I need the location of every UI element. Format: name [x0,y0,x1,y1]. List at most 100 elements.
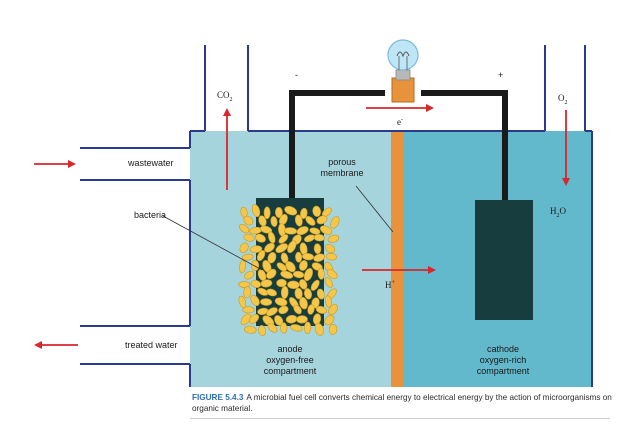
bacterium [313,253,326,262]
o2-label: O2 [558,93,568,106]
bacterium [295,251,303,263]
bacterium [280,322,288,334]
bacterium [254,233,266,243]
bacterium [325,252,337,261]
bacterium [310,279,320,291]
membrane-label-line-1: porous [328,157,356,167]
bacteria-label: bacteria [134,210,167,220]
bacterium [270,216,278,227]
bacterium [266,307,278,317]
bacterium [276,278,287,288]
bacterium [266,288,277,297]
external-circuit-wire [289,90,508,200]
bacterium [317,267,325,280]
bacterium [280,285,289,299]
bacterium [249,314,260,324]
bacterium [315,305,327,314]
bacteria-leader-line [162,215,263,271]
bacterium [278,305,289,315]
cathode-label-line-2: oxygen-rich [479,355,527,365]
bacterium [309,227,321,235]
bacterium [275,243,288,253]
cathode-electrode [475,200,533,320]
bacterium [319,225,333,235]
bacterium [324,295,332,308]
bacterium [300,207,308,219]
bacteria-cluster [238,204,340,336]
bacterium [244,325,257,334]
bacterium [278,234,289,244]
bacterium [296,226,309,236]
bacterium [304,288,312,300]
bacterium [251,204,261,218]
bacterium [267,323,278,333]
bacterium [266,268,277,279]
bacterium [287,240,297,254]
bacterium [326,269,338,280]
bacterium [242,306,255,314]
figure-caption-text: A microbial fuel cell converts chemical … [192,393,612,413]
bacterium [260,298,273,306]
bacterium [276,262,287,272]
bacterium [293,304,302,315]
bacterium [274,207,283,218]
cathode-label-line-3: compartment [476,366,530,376]
bacterium [260,279,273,288]
bacterium [324,277,333,288]
bacterium [240,313,251,326]
bacterium [327,234,340,243]
bacterium [299,260,308,271]
bacterium [312,205,322,217]
bacterium [250,279,262,288]
bacterium [305,216,316,226]
bacterium [328,304,338,316]
bacterium [292,270,305,279]
bacterium [242,253,254,261]
membrane-label: porous membrane [312,157,372,179]
bacterium [243,215,254,226]
bacterium [328,323,338,335]
bacterium [285,261,296,273]
bacterium [258,325,266,336]
cathode-label: cathode oxygen-rich compartment [458,344,548,377]
figure-number: FIGURE 5.4.3 [192,393,244,402]
anode-label-line-3: compartment [263,366,317,376]
bacterium [239,260,246,274]
bacterium [313,243,322,255]
bacterium [239,242,249,254]
co2-label: CO2 [217,90,233,103]
bacterium [287,280,300,290]
bacterium [324,244,336,253]
bacterium [284,205,298,216]
anode-label: anode oxygen-free compartment [250,344,330,377]
hplus-label: H+ [385,280,395,290]
bacterium [267,231,276,244]
bacterium [294,287,303,300]
bacterium [296,315,308,324]
bacterium [299,279,308,290]
electron-label: e- [397,117,403,127]
bacterium [263,206,271,220]
membrane-label-line-2: membrane [320,168,364,178]
bacterium [251,259,260,272]
bacterium [303,321,312,334]
bacterium [313,234,325,242]
caption-divider [190,418,610,419]
bacterium [316,215,328,225]
bacterium [239,223,250,234]
bacterium [256,250,266,262]
bacterium [307,304,315,315]
h2o-label: H2O [550,206,566,219]
wastewater-label: wastewater [128,158,174,168]
light-bulb-icon [387,39,419,103]
negative-terminal-label: - [295,70,298,80]
bacterium [243,233,255,242]
positive-terminal-label: + [498,70,504,80]
bacterium [324,315,335,326]
bacterium [243,286,252,299]
membrane-leader-line [355,185,394,233]
bacterium [299,297,308,310]
bacterium [238,281,251,288]
